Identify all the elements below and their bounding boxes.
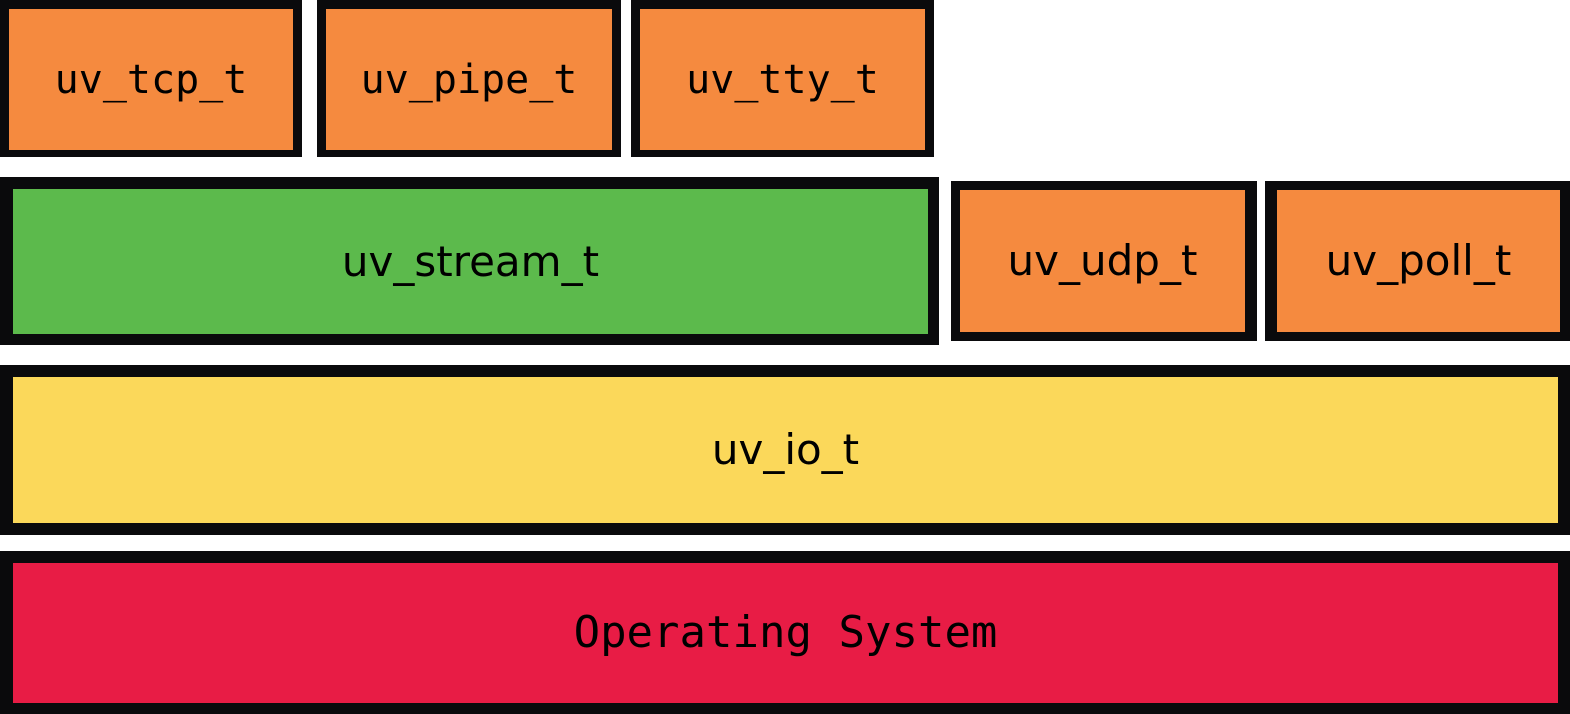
diagram-block-label: uv_poll_t bbox=[1325, 236, 1512, 285]
diagram-block-label: uv_tcp_t bbox=[54, 56, 248, 103]
diagram-block-uv-udp-t: uv_udp_t bbox=[951, 181, 1257, 341]
diagram-block-operating-system: Operating System bbox=[0, 551, 1570, 714]
diagram-block-uv-tty-t: uv_tty_t bbox=[631, 0, 934, 157]
diagram-block-uv-tcp-t: uv_tcp_t bbox=[0, 0, 302, 157]
diagram-block-uv-stream-t: uv_stream_t bbox=[0, 177, 939, 345]
diagram-block-uv-poll-t: uv_poll_t bbox=[1265, 181, 1570, 341]
diagram-block-uv-io-t: uv_io_t bbox=[0, 365, 1570, 535]
diagram-block-label: uv_pipe_t bbox=[360, 56, 578, 103]
diagram-block-label: Operating System bbox=[573, 607, 998, 658]
diagram-block-uv-pipe-t: uv_pipe_t bbox=[317, 0, 621, 157]
diagram-block-label: uv_udp_t bbox=[1007, 236, 1198, 285]
diagram-block-label: uv_stream_t bbox=[341, 236, 600, 286]
diagram-block-label: uv_tty_t bbox=[686, 56, 879, 103]
diagram-block-label: uv_io_t bbox=[711, 425, 860, 474]
